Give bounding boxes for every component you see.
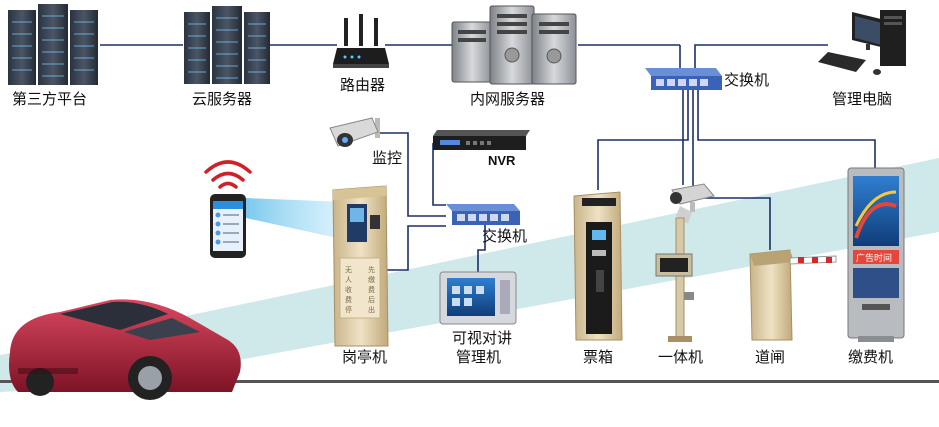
switch-top-icon	[645, 68, 722, 90]
label-intercom-line1: 可视对讲	[452, 329, 512, 347]
smartphone-icon	[210, 194, 246, 258]
svg-text:无: 无	[345, 266, 352, 274]
connection-lines	[100, 44, 876, 272]
ticket-box-icon	[573, 191, 623, 341]
car-icon	[9, 299, 241, 400]
label-ticket-box: 票箱	[583, 348, 613, 366]
label-barrier: 道闸	[755, 348, 785, 366]
wifi-signal-icon	[204, 160, 252, 189]
surveillance-camera-icon	[329, 117, 380, 147]
payment-kiosk-icon: 广告时间	[847, 167, 905, 342]
label-all-in-one: 一体机	[658, 348, 703, 366]
label-switch-top: 交换机	[724, 71, 769, 89]
kiosk-banner-text: 广告时间	[856, 252, 892, 264]
svg-text:停: 停	[345, 305, 352, 314]
svg-text:缴: 缴	[368, 275, 375, 284]
label-intranet-server: 内网服务器	[470, 90, 545, 108]
label-router: 路由器	[340, 76, 385, 94]
admin-pc-icon	[818, 10, 906, 75]
svg-text:出: 出	[368, 305, 375, 314]
router-icon	[333, 14, 389, 68]
svg-text:后: 后	[368, 295, 375, 304]
label-nvr: NVR	[488, 153, 516, 168]
label-payment-kiosk: 缴费机	[848, 348, 893, 366]
label-third-party: 第三方平台	[12, 90, 87, 108]
barrier-gate-icon	[749, 249, 837, 341]
label-booth: 岗亭机	[342, 348, 387, 366]
label-intercom-line2: 管理机	[456, 348, 501, 366]
svg-text:费: 费	[368, 285, 375, 294]
switch-mid-icon	[446, 204, 520, 225]
svg-text:先: 先	[368, 265, 375, 274]
svg-text:人: 人	[345, 276, 352, 284]
svg-text:费: 费	[345, 295, 352, 304]
ground-line	[0, 380, 939, 383]
label-switch-mid: 交换机	[482, 227, 527, 245]
intranet-server-icon	[451, 5, 577, 85]
third-party-server-icon	[8, 4, 98, 85]
all-in-one-icon	[655, 183, 715, 342]
label-admin-pc: 管理电脑	[832, 90, 892, 108]
nvr-icon	[433, 130, 530, 150]
scan-beam	[246, 198, 346, 240]
label-monitor: 监控	[372, 149, 402, 167]
intercom-manager-icon	[439, 271, 517, 325]
cloud-server-icon	[184, 6, 270, 84]
svg-text:收: 收	[345, 285, 352, 294]
label-cloud-server: 云服务器	[192, 90, 252, 108]
